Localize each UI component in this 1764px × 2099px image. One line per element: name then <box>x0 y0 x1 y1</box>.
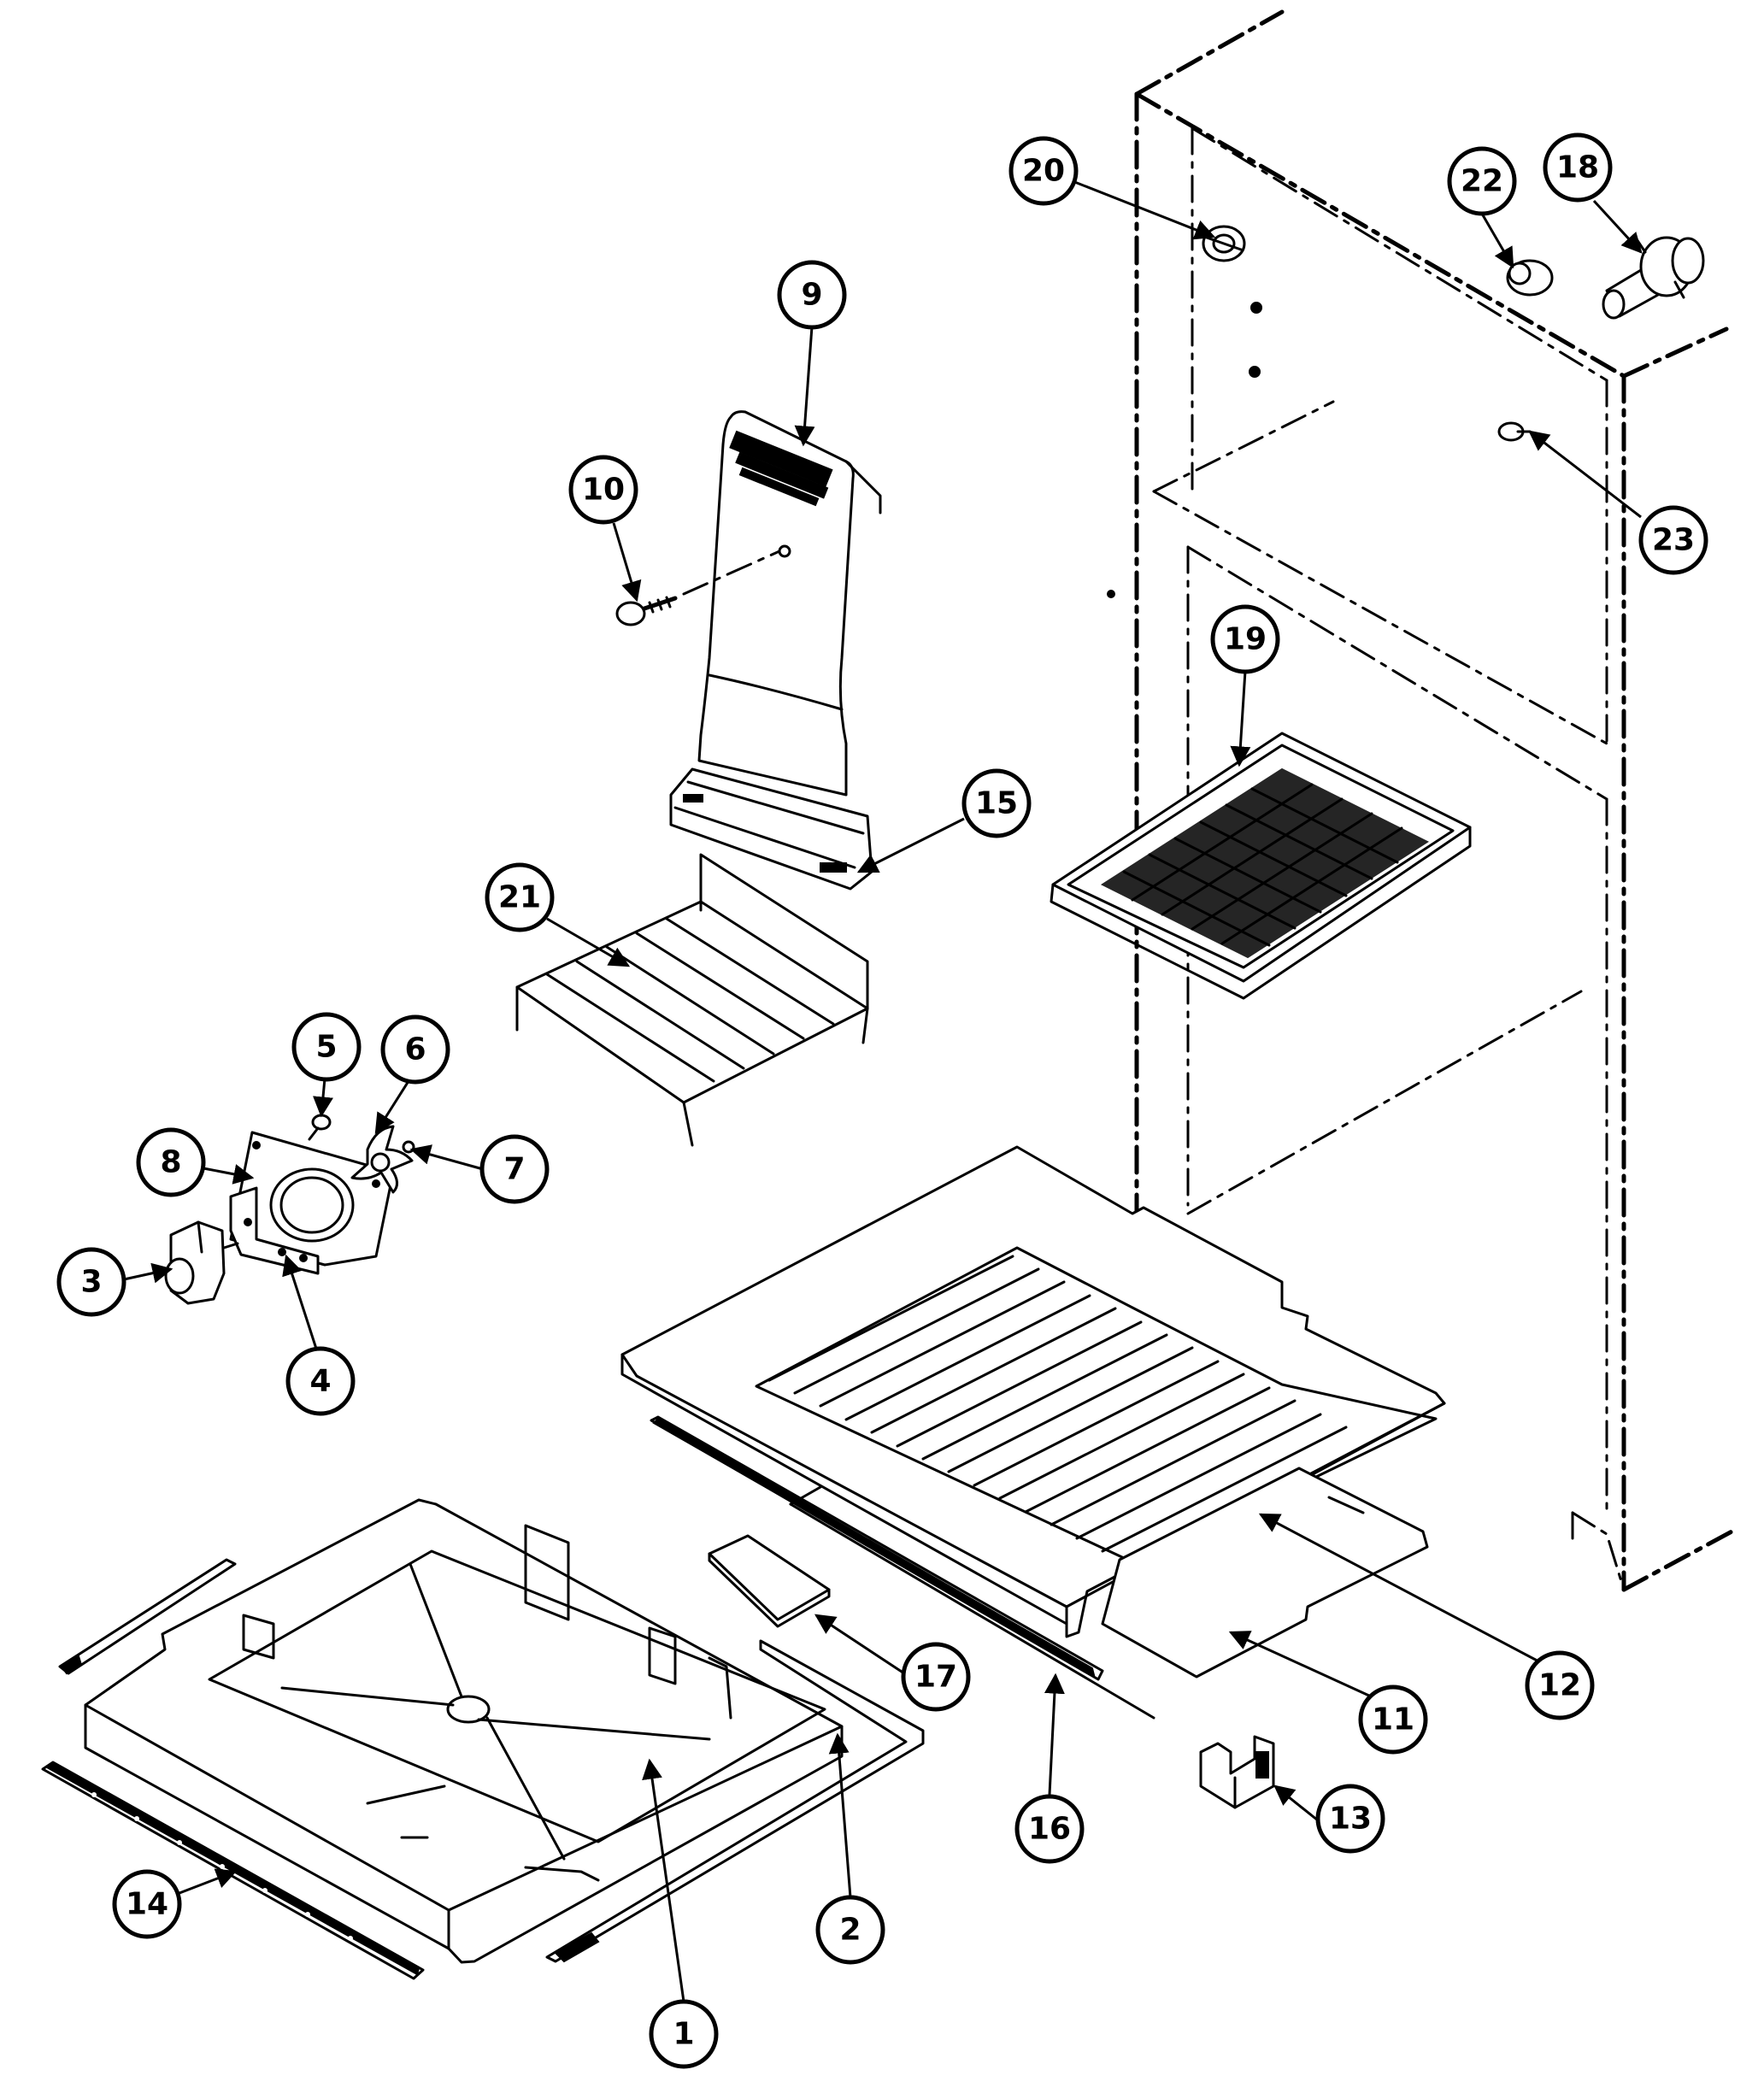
callout-3-label: 3 <box>80 1265 102 1300</box>
cabinet-holes <box>1107 302 1262 598</box>
callout-4-label: 4 <box>309 1364 331 1399</box>
part-15-duct-base <box>669 767 873 891</box>
part-19-ice-tray <box>1050 732 1472 1000</box>
callout-13: 13 <box>1315 1784 1385 1854</box>
callout-6: 6 <box>380 1014 450 1085</box>
callout-4: 4 <box>285 1346 356 1416</box>
callout-2: 2 <box>815 1895 885 1965</box>
leader-lines <box>123 179 1643 2002</box>
callout-13-label: 13 <box>1329 1802 1372 1837</box>
callout-9-label: 9 <box>801 278 822 313</box>
part-5-screw <box>308 1114 332 1141</box>
callout-8: 8 <box>136 1127 206 1197</box>
callout-17-label: 17 <box>914 1660 957 1695</box>
ice-tray-cells <box>1100 767 1430 959</box>
callout-15-label: 15 <box>975 786 1018 821</box>
callout-23: 23 <box>1638 505 1708 575</box>
callout-6-label: 6 <box>404 1032 426 1067</box>
callout-19-label: 19 <box>1224 622 1267 657</box>
callout-20: 20 <box>1008 136 1079 206</box>
part-9-duct-cover <box>697 410 882 797</box>
callout-15: 15 <box>961 768 1032 838</box>
callout-1: 1 <box>649 1999 719 2069</box>
part-18-connector <box>1602 236 1705 320</box>
callout-10: 10 <box>568 455 638 525</box>
rail-14-holes <box>91 1792 353 1941</box>
part-11-crisper-cover <box>1101 1467 1429 1679</box>
callout-7-label: 7 <box>503 1152 525 1187</box>
callout-20-label: 20 <box>1022 154 1065 189</box>
callout-18-label: 18 <box>1556 150 1599 185</box>
callout-21-label: 21 <box>498 880 541 915</box>
callout-1-label: 1 <box>673 2017 694 2052</box>
part-17-panel <box>708 1534 831 1628</box>
callout-11-label: 11 <box>1372 1702 1414 1737</box>
callout-19: 19 <box>1210 604 1280 674</box>
shelf-glass-lines <box>767 1255 1348 1553</box>
part-23-plug <box>1497 421 1532 442</box>
callout-22: 22 <box>1447 146 1517 216</box>
part-1-drawer <box>84 1498 844 1964</box>
cabinet-outline <box>1134 9 1738 1592</box>
callout-10-label: 10 <box>582 473 625 508</box>
part-16-shelf-rail <box>650 1415 1155 1720</box>
callout-11: 11 <box>1358 1684 1428 1755</box>
part-8-fan-bracket <box>229 1131 395 1267</box>
callout-23-label: 23 <box>1652 523 1695 558</box>
part-13-bracket <box>1199 1735 1275 1809</box>
part-2-drawer-rail <box>545 1639 925 1963</box>
callout-3: 3 <box>56 1247 126 1317</box>
callout-7: 7 <box>479 1134 550 1204</box>
callout-12-label: 12 <box>1538 1668 1581 1703</box>
callout-12: 12 <box>1525 1650 1595 1720</box>
drawer-rail-left-top <box>58 1558 237 1675</box>
callout-8-label: 8 <box>160 1145 181 1180</box>
part-3-fan-motor <box>164 1220 239 1305</box>
callout-18: 18 <box>1543 132 1613 203</box>
part-22-bushing <box>1506 259 1554 297</box>
callout-14: 14 <box>112 1869 182 1939</box>
callout-21: 21 <box>485 862 555 932</box>
callout-14-label: 14 <box>126 1887 168 1922</box>
callout-22-label: 22 <box>1461 164 1503 199</box>
part-20-grommet <box>1202 225 1246 262</box>
callout-5: 5 <box>291 1012 362 1082</box>
callout-16: 16 <box>1014 1794 1085 1864</box>
callout-17: 17 <box>901 1642 971 1712</box>
part-4-motor-mount <box>229 1186 320 1275</box>
callout-16-label: 16 <box>1028 1812 1071 1847</box>
part-10-screw <box>615 550 781 626</box>
callout-5-label: 5 <box>315 1030 337 1065</box>
part-21-wire-shelf <box>515 853 869 1147</box>
callout-2-label: 2 <box>839 1913 861 1948</box>
callout-9: 9 <box>777 260 847 330</box>
